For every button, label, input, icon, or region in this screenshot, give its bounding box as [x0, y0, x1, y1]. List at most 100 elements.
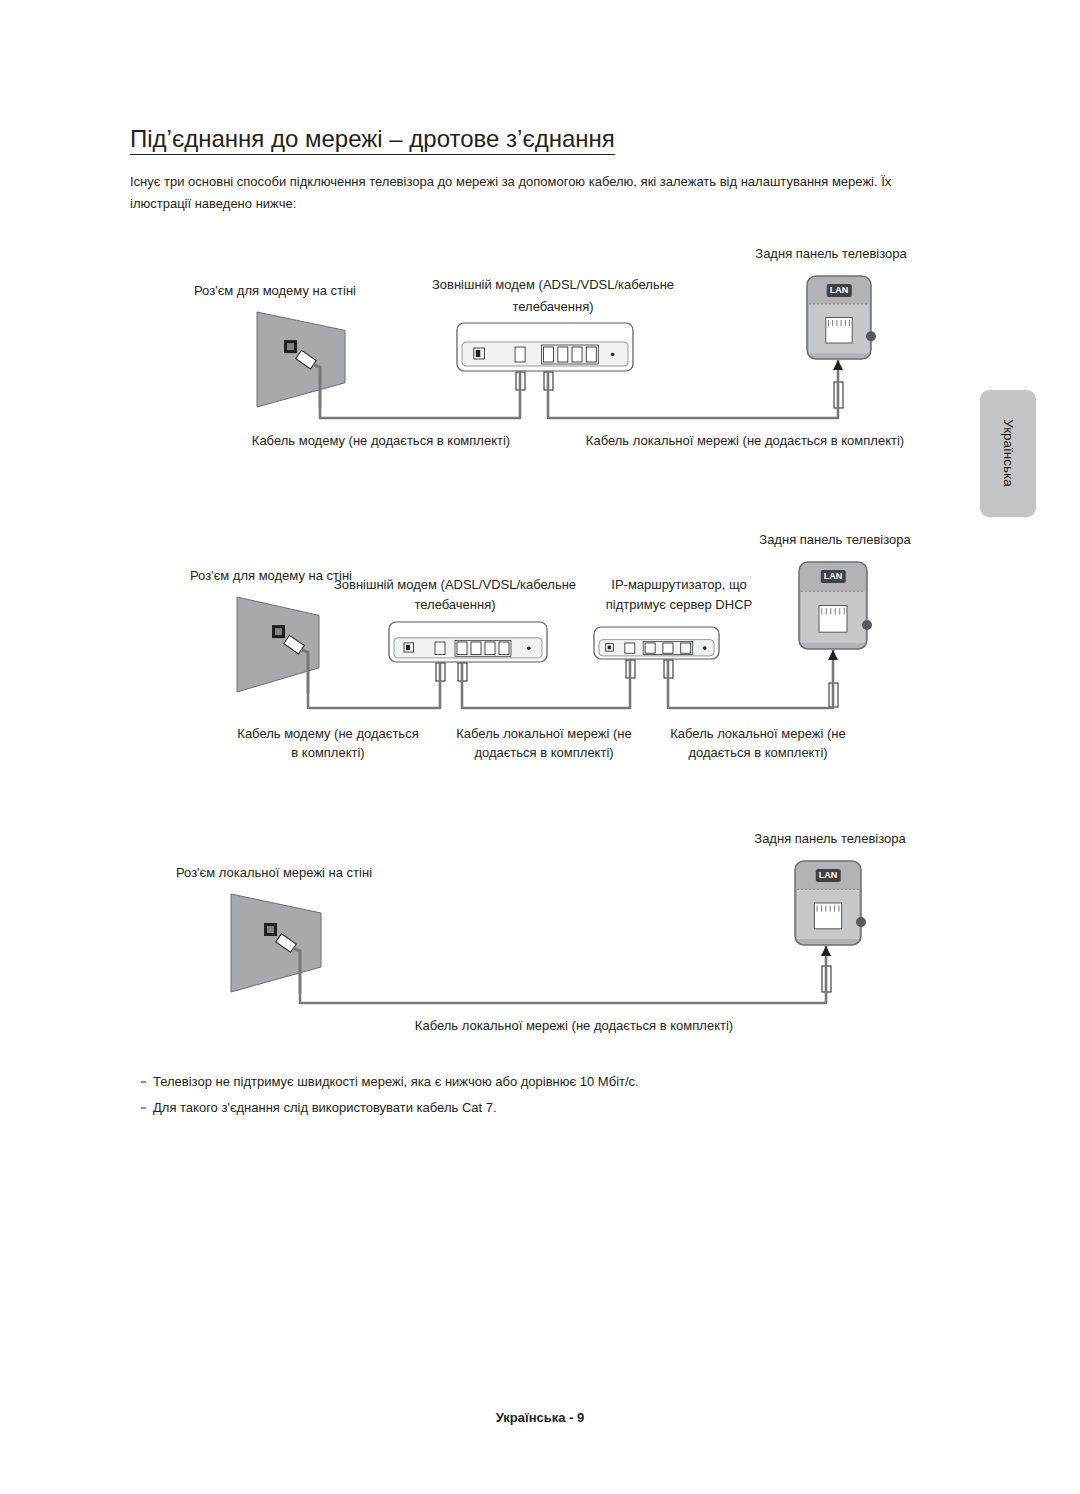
network-port — [485, 642, 495, 655]
wall-surface — [237, 597, 319, 692]
tv-panel — [799, 562, 867, 649]
tv-panel — [807, 276, 871, 359]
device-label: Задня панель телевізора — [754, 830, 905, 848]
device-label: Роз'єм для модему на стіні — [190, 567, 352, 585]
device-face — [599, 640, 714, 656]
wall-socket — [264, 923, 277, 936]
wall-socket-hole — [287, 343, 294, 350]
network-port — [499, 642, 509, 655]
panel-divider — [801, 591, 865, 592]
panel-divider — [797, 889, 859, 890]
cable-label: Кабель локальної мережі (не додається в … — [663, 724, 853, 762]
network-cable — [300, 946, 826, 1003]
tv-figure: Задня панель телевізораLAN — [806, 275, 872, 360]
wall-socket — [272, 625, 285, 638]
device-label: IP-маршрутизатор, що підтримує сервер DH… — [589, 575, 769, 615]
tv-panel-lower — [809, 304, 869, 353]
modem-figure: Зовнішній модем (ADSL/VDSL/кабельне теле… — [456, 322, 634, 372]
status-led — [703, 646, 707, 650]
note-text: Для такого з'єднання слід використовуват… — [153, 1099, 973, 1117]
tv-panel-lower — [801, 591, 865, 643]
network-port — [544, 347, 554, 362]
port-pin — [828, 320, 829, 326]
panel-notch — [862, 620, 872, 630]
panel-divider — [809, 303, 869, 304]
power-switch — [474, 348, 485, 359]
port-pin — [839, 608, 840, 614]
bullet-dash — [141, 1082, 146, 1083]
port-pin — [835, 608, 836, 614]
network-port — [645, 643, 655, 653]
port-pin — [830, 608, 831, 614]
port-label: LAN — [816, 869, 841, 882]
wall-figure: Роз'єм для модему на стіні — [236, 596, 320, 693]
network-cable — [320, 372, 520, 418]
network-port — [663, 643, 673, 653]
cable-label: Кабель модему (не додається в комплекті) — [233, 724, 423, 762]
port-pin — [834, 906, 835, 912]
port-pin — [817, 906, 818, 912]
status-led — [611, 353, 615, 357]
network-port — [572, 347, 582, 362]
network-port — [435, 642, 445, 655]
device-illustration — [230, 893, 322, 993]
device-label: Зовнішній модем (ADSL/VDSL/кабельне теле… — [330, 575, 580, 615]
lan-port — [814, 903, 841, 929]
language-tab — [980, 390, 1036, 517]
network-port — [586, 347, 596, 362]
port-label: LAN — [827, 284, 852, 297]
lan-port — [819, 606, 847, 633]
device-body — [594, 627, 719, 659]
tv-panel-lower — [797, 889, 859, 939]
port-label: LAN — [821, 570, 846, 583]
power-switch-knob — [406, 645, 410, 650]
network-port — [625, 643, 635, 653]
device-face — [394, 638, 542, 658]
cable — [301, 650, 308, 693]
panel-notch — [866, 331, 876, 341]
power-switch — [404, 643, 414, 652]
cable-label: Кабель локальної мережі (не додається в … — [449, 724, 639, 762]
port-pin — [830, 906, 831, 912]
device-body — [457, 323, 633, 371]
wall-surface — [257, 312, 345, 407]
device-label: Зовнішній модем (ADSL/VDSL/кабельне теле… — [428, 274, 678, 318]
device-label: Роз'єм для модему на стіні — [194, 282, 356, 300]
network-port — [558, 347, 568, 362]
tv-figure: Задня панель телевізораLAN — [798, 561, 868, 650]
port-pin — [826, 608, 827, 614]
device-illustration — [456, 322, 634, 372]
network-port — [471, 642, 481, 655]
port-pin — [844, 608, 845, 614]
cable — [293, 948, 300, 993]
port-pin — [849, 320, 850, 326]
wall-figure: Роз'єм локальної мережі на стіні — [230, 893, 322, 993]
tv-figure: Задня панель телевізораLAN — [794, 860, 862, 946]
port-pin — [821, 608, 822, 614]
device-label: Задня панель телевізора — [759, 531, 910, 549]
network-cable — [308, 663, 440, 708]
network-cable — [462, 660, 630, 708]
tv-panel — [795, 861, 861, 945]
power-switch-knob — [476, 350, 480, 357]
device-label: Задня панель телевізора — [755, 245, 906, 263]
network-port — [457, 642, 467, 655]
port-group — [455, 640, 511, 656]
port-pin — [825, 906, 826, 912]
port-group — [542, 345, 599, 364]
page-number: Українська - 9 — [0, 1409, 1080, 1427]
wall-surface — [231, 894, 321, 992]
page-title: Під’єднання до мережі – дротове з’єднанн… — [130, 124, 615, 155]
device-face — [462, 342, 628, 366]
wall-figure: Роз'єм для модему на стіні — [256, 311, 346, 408]
cable-label: Кабель локальної мережі (не додається в … — [586, 431, 904, 450]
wall-socket-hole — [275, 628, 282, 635]
wall-socket-hole — [267, 926, 274, 933]
cable-label: Кабель модему (не додається в комплекті) — [252, 431, 510, 450]
panel-notch — [856, 917, 866, 927]
intro-text: Існує три основні способи підключення те… — [130, 171, 930, 215]
cable-label: Кабель локальної мережі (не додається в … — [415, 1016, 733, 1035]
port-pin — [836, 320, 837, 326]
power-switch-knob — [608, 646, 611, 649]
wall-socket — [284, 340, 297, 353]
